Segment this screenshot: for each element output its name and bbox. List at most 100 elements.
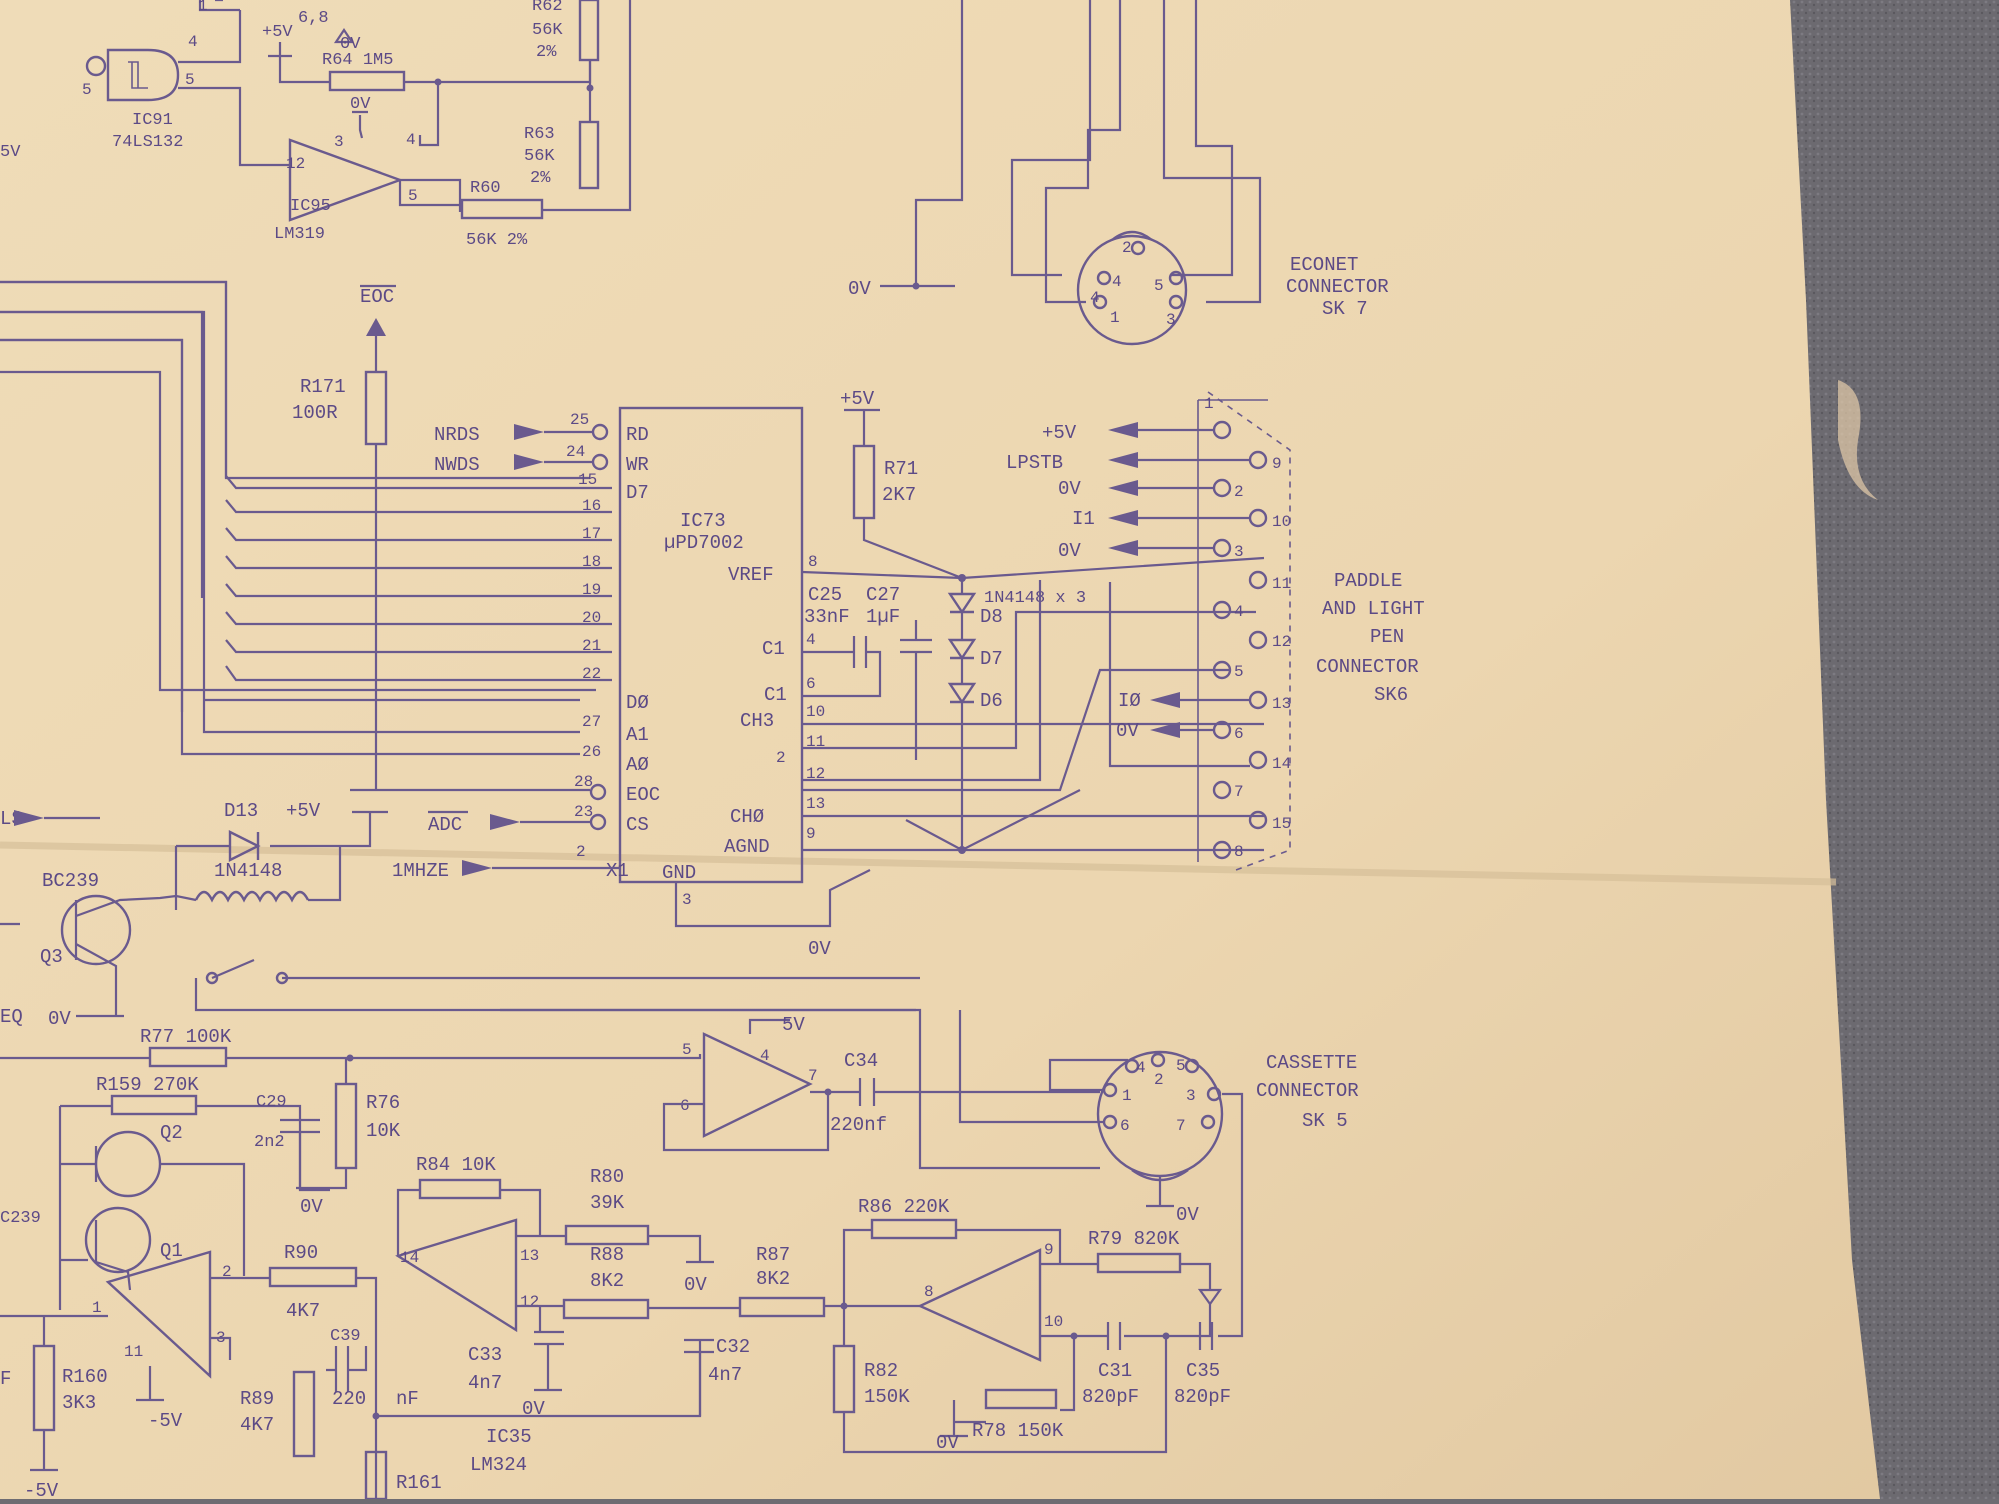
paddle-signal-0v-a: 0V <box>1058 478 1081 500</box>
adc-pin-11: 11 <box>806 733 825 751</box>
ic35-opamp-b <box>395 1218 518 1333</box>
r78-label: R78 150K <box>972 1420 1064 1442</box>
r76-gnd: 0V <box>300 1196 323 1218</box>
r78-gnd: 0V <box>936 1432 959 1454</box>
d13-ref: D13 <box>224 800 258 822</box>
c29-value: 2n2 <box>254 1133 285 1152</box>
relay-gnd: 0V <box>48 1008 71 1030</box>
r80-value: 39K <box>590 1192 625 1214</box>
adc-pin-28: 28 <box>574 773 593 791</box>
c39-ref: C39 <box>330 1327 361 1346</box>
c39-unit: nF <box>396 1388 419 1410</box>
paddle-signal-5v: +5V <box>1042 422 1077 444</box>
cassette-title-2: CONNECTOR <box>1256 1080 1359 1102</box>
ic95-ref: IC95 <box>290 197 331 216</box>
r84-label: R84 10K <box>416 1154 496 1176</box>
q3-transistor <box>60 894 132 966</box>
adc-ch0-func: CHØ <box>730 806 764 828</box>
adc-pin-26-func: AØ <box>626 754 649 776</box>
c27-ref: C27 <box>866 584 900 606</box>
d7-label: D7 <box>980 648 1003 670</box>
paper-fold <box>0 841 1837 886</box>
econet-pin2 <box>1130 240 1146 256</box>
r171-ref: R171 <box>300 376 346 398</box>
q2-label: Q2 <box>160 1122 183 1144</box>
adc-pin-20: 20 <box>582 609 601 627</box>
cassette-pin7 <box>1200 1114 1216 1130</box>
c35-value: 820pF <box>1174 1386 1231 1408</box>
c33-gnd: 0V <box>522 1398 545 1420</box>
r88-value: 8K2 <box>590 1270 624 1292</box>
r62-ref: R62 <box>532 0 563 16</box>
r171-value: 100R <box>292 402 338 424</box>
c32-ref: C32 <box>716 1336 750 1358</box>
ic35a-pin-1: 1 <box>92 1299 102 1317</box>
adc-pin-15-func: D7 <box>626 482 649 504</box>
ic35c-pin-9: 9 <box>1044 1241 1054 1259</box>
top-pin-marker: 1 <box>198 0 208 15</box>
ic35c-pin-8: 8 <box>924 1283 934 1301</box>
cassette-title-3: SK 5 <box>1302 1110 1348 1132</box>
r160-neg5: -5V <box>24 1480 59 1499</box>
r76-ref: R76 <box>366 1092 400 1114</box>
paddle-signal-i1: I1 <box>1072 508 1095 530</box>
adc-agnd-func: AGND <box>724 836 770 858</box>
paddle-connector: +5V LPSTB 0V I1 0V IØ 0V <box>1006 391 1425 871</box>
r86-label: R86 220K <box>858 1196 950 1218</box>
r90-value: 4K7 <box>286 1300 320 1322</box>
adc-pin-2-func: X1 <box>606 860 629 882</box>
econet-title-3: SK 7 <box>1322 298 1368 320</box>
c35-capacitor <box>1198 1322 1214 1350</box>
adc-pin-15: 15 <box>578 471 597 489</box>
q3-label: Q3 <box>40 946 63 968</box>
adc-c1a-pin: 4 <box>806 631 816 649</box>
ic95-pin12: 12 <box>286 155 305 173</box>
r84-resistor <box>418 1178 502 1200</box>
adc-pin-12: 12 <box>806 765 825 783</box>
adc-ch3-func: CH3 <box>740 710 774 732</box>
d8-label: D8 <box>980 606 1003 628</box>
econet-pin-label-1: 1 <box>1110 309 1120 327</box>
paddle-pin-6: 6 <box>1234 725 1244 743</box>
r64-value: 1M5 <box>363 51 394 70</box>
cassette-pin4 <box>1124 1058 1140 1074</box>
adc-pin-21: 21 <box>582 637 601 655</box>
rd-pin: 25 <box>570 411 589 429</box>
r63-value: 56K <box>524 147 555 166</box>
op-pin-7: 7 <box>808 1067 818 1085</box>
cassette-pin3 <box>1206 1086 1222 1102</box>
econet-title-2: CONNECTOR <box>1286 276 1389 298</box>
econet-pin5 <box>1168 270 1184 286</box>
bottom-analog-section: R77 100K 5V 5 4 7 6 C34 220nf R159 270K … <box>0 1014 1231 1502</box>
top-comparator-section: 4 5 5 IC91 74LS132 5V 1 +5V 6,8 0V R64 1… <box>0 0 632 250</box>
op-pin-6: 6 <box>680 1097 690 1115</box>
c27-value: 1µF <box>866 606 900 628</box>
ic95-pin4: 4 <box>406 131 416 149</box>
c34-ref: C34 <box>844 1050 878 1072</box>
zener-gnd: 0V <box>340 35 361 54</box>
q1-transistor <box>84 1206 152 1274</box>
transistor-ref: BC239 <box>42 870 99 892</box>
r76-value: 10K <box>366 1120 401 1142</box>
d13-diode <box>228 830 261 862</box>
paddle-title-4: CONNECTOR <box>1316 656 1419 678</box>
ic95-pin5: 5 <box>408 187 418 205</box>
relay-diode: 1N4148 <box>214 860 282 882</box>
ic91-gate <box>106 48 180 102</box>
r86-resistor <box>870 1218 958 1240</box>
ic35b-pin-13: 13 <box>520 1247 539 1265</box>
paddle-pin-15: 15 <box>1272 815 1291 833</box>
adc-pin-27-func: A1 <box>626 724 649 746</box>
r62-tol: 2% <box>536 43 557 62</box>
adc-c1b-pin: 6 <box>806 675 816 693</box>
adc-c1b-func: C1 <box>764 684 787 706</box>
c32-capacitor <box>684 1338 714 1416</box>
adc-c1a-func: C1 <box>762 638 785 660</box>
paddle-pin-4: 4 <box>1234 603 1244 621</box>
relay-left-tag2: EQ <box>0 1006 23 1028</box>
c32-value: 4n7 <box>708 1364 742 1386</box>
econet-pin3 <box>1168 294 1184 310</box>
c33-value: 4n7 <box>468 1372 502 1394</box>
ic91-ref: IC91 <box>132 111 173 130</box>
paddle-pin-3: 3 <box>1234 543 1244 561</box>
